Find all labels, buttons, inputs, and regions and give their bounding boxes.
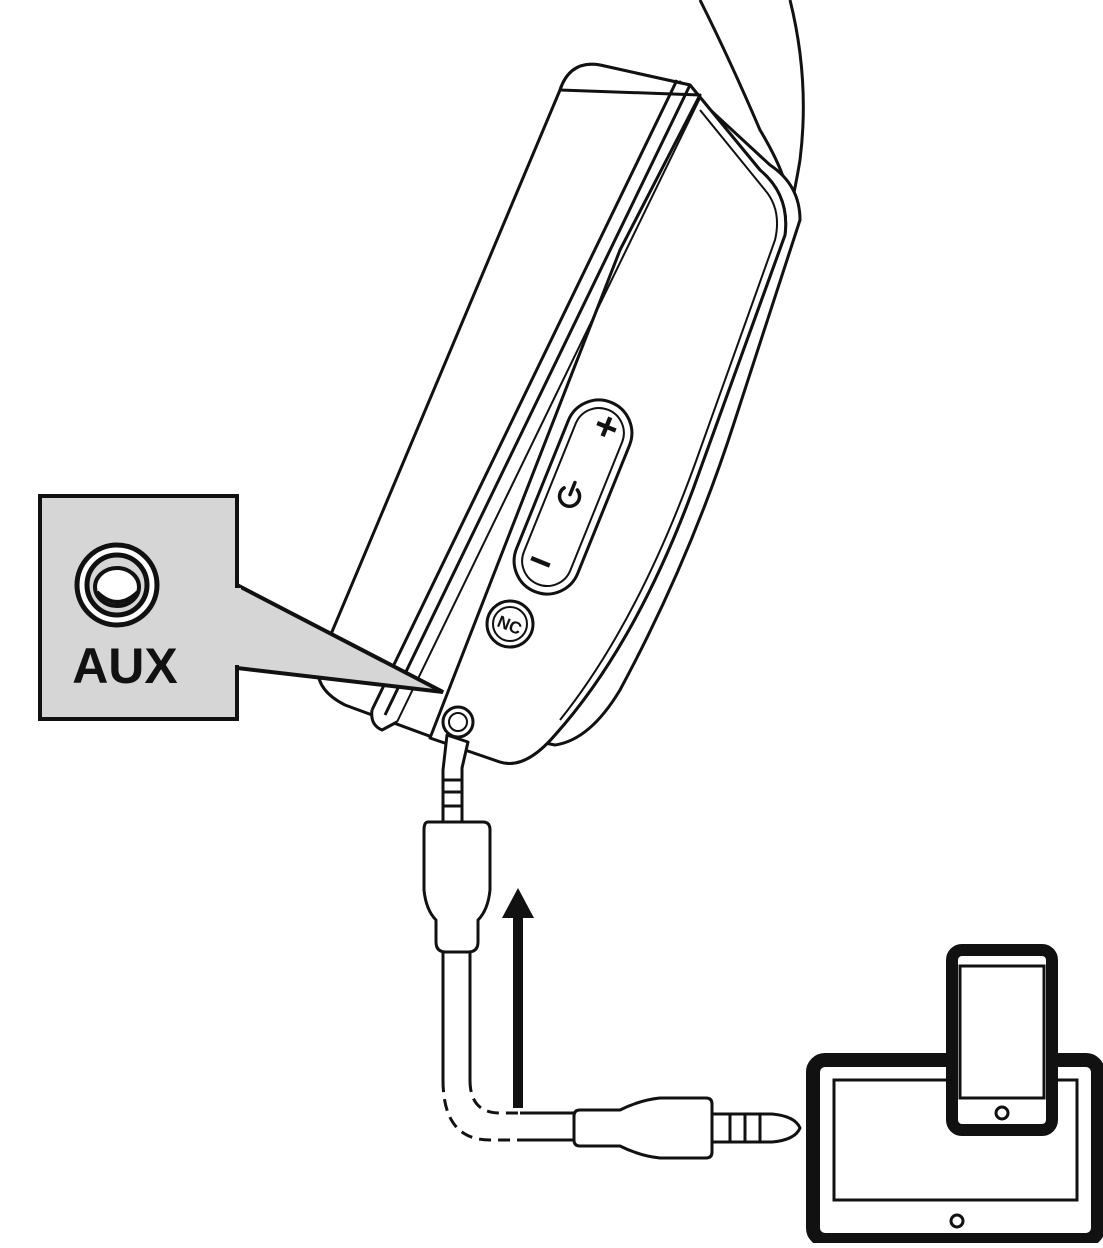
power-icon[interactable]	[557, 480, 583, 510]
top-plug-body	[422, 820, 492, 954]
audio-cable	[422, 733, 802, 1160]
bottom-plug-body	[572, 1096, 714, 1160]
aux-label: AUX	[72, 638, 178, 694]
up-arrow-icon	[502, 888, 534, 1108]
nc-button[interactable]: NC	[485, 599, 535, 649]
ear-cup	[316, 62, 802, 765]
smartphone-icon	[946, 944, 1058, 1136]
bottom-plug-tip	[710, 1112, 802, 1144]
aux-callout: AUX	[38, 494, 444, 721]
volume-power-button-strip[interactable]	[504, 390, 642, 604]
aux-port[interactable]	[441, 705, 475, 739]
aux-jack-icon	[74, 542, 160, 628]
